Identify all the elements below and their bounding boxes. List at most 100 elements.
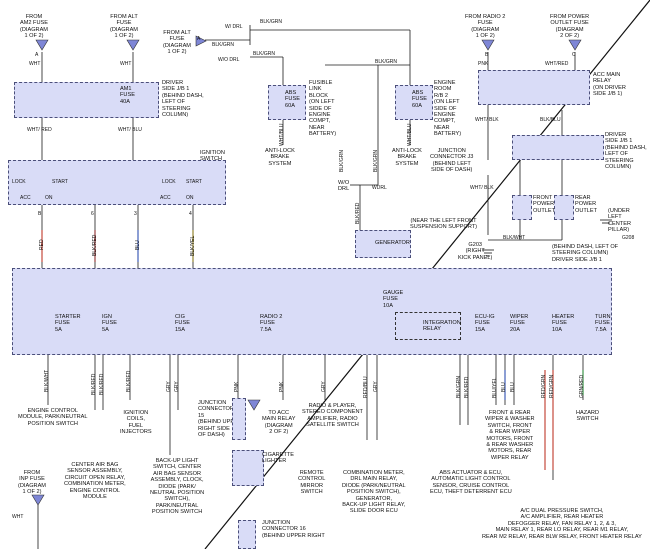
wire-label-blu: BLU (135, 240, 141, 250)
wo-drl-label: W/O DRL (218, 57, 240, 63)
wire-label-blk-red: BLK/RED (92, 234, 98, 256)
front-power-outlet-label: FRONT POWER OUTLET (533, 195, 556, 214)
feed-alt-mid: FROM ALT FUSE (DIAGRAM 1 OF 2) (163, 30, 191, 56)
front-power-outlet (512, 195, 532, 220)
junction-connector-16 (238, 520, 256, 549)
load-remote-mirror: REMOTE CONTROL MIRROR SWITCH (298, 470, 326, 496)
wire-label-blk-grn-5: BLK/GRN (339, 150, 345, 172)
load-junction-16: JUNCTION CONNECTOR 16 (BEHIND UPPER RIGH… (262, 520, 325, 539)
wire-label-blu-3: BLU (510, 382, 516, 392)
wo-drl-label-2: W/O DRL (338, 180, 350, 193)
flag-label-b: B (485, 52, 489, 58)
wire-label-blk-grn: BLK/GRN (260, 19, 282, 25)
ign-start-2: START (186, 179, 202, 185)
feed-alt-top: FROM ALT FUSE (DIAGRAM 1 OF 2) (110, 14, 138, 40)
driver-side-jb1-label: DRIVER SIDE J/B 1 (BEHIND DASH, LEFT OF … (162, 80, 204, 119)
load-radio-player: RADIO & PLAYER, STEREO COMPONENT AMPLIFI… (302, 403, 363, 429)
wire-label-blk-yel: BLK/YEL (190, 235, 196, 256)
g208-label: G208 (622, 235, 635, 241)
integration-relay-box (395, 312, 461, 340)
anti-lock-brake-2: ANTI-LOCK BRAKE SYSTEM (392, 148, 422, 167)
junction-block-jb1 (14, 82, 159, 118)
wire-label-wht: WHT (29, 61, 41, 67)
ign-acc: ACC (20, 195, 31, 201)
fusible-link-block-label: FUSIBLE LINK BLOCK (ON LEFT SIDE OF ENGI… (309, 80, 337, 138)
wire-label-blk-grn-4: BLK/GRN (375, 59, 397, 65)
wire-label-blk-grn-2: BLK/GRN (212, 42, 234, 48)
load-combination-meter: COMBINATION METER, DRL MAIN RELAY, DIODE… (342, 470, 406, 515)
wire-label-pnk-2: PNK (234, 381, 240, 392)
fuse-panel (12, 268, 612, 355)
generator (355, 230, 411, 258)
wire-label-blk-red-3: BLK/RED (99, 373, 105, 395)
wiper-fuse: WIPER FUSE 20A (510, 314, 529, 333)
wire-label-blk-grn-3: BLK/GRN (253, 51, 275, 57)
wire-label-blk-red-5: BLK/RED (464, 376, 470, 398)
wire-label-wht-blk: WHT/ BLK (475, 117, 499, 123)
feed-radio2: FROM RADIO 2 FUSE (DIAGRAM 1 OF 2) (465, 14, 506, 40)
load-abs-actuator: ABS ACTUATOR & ECU, AUTOMATIC LIGHT CONT… (430, 470, 512, 496)
turn-fuse: TURN FUSE 7.5A (595, 314, 611, 333)
pin-6: 6 (91, 211, 94, 217)
radio2-fuse: RADIO 2 FUSE 7.5A (260, 314, 283, 333)
ign-on-2: ON (186, 195, 194, 201)
feed-inp: FROM INP FUSE (DIAGRAM 1 OF 2) (18, 470, 46, 496)
load-backup-light: BACK-UP LIGHT SWITCH, CENTER AIR BAG SEN… (150, 458, 205, 516)
wire-label-gry-4: GRY (373, 381, 379, 392)
wire-label-wht-blu-abs2: WHT/BLU (407, 123, 413, 147)
load-hazard-switch: HAZARD SWITCH (576, 410, 599, 423)
wire-label-wht-red-2: WHT/RED (545, 61, 569, 67)
wire-label-blk-red-2: BLK/RED (91, 373, 97, 395)
wire-label-grn-red: GRN/RED (579, 374, 585, 398)
feed-am2: FROM AM2 FUSE (DIAGRAM 1 OF 2) (20, 14, 48, 40)
wire-label-wht-red: WHT/ RED (27, 127, 52, 133)
wire-label-wht-bottom: WHT (12, 514, 24, 520)
cig-fuse: CIG FUSE 15A (175, 314, 190, 333)
flag-label-a-2: A (197, 36, 201, 42)
ignition-switch (8, 160, 226, 205)
wire-label-blk-red-4: BLK/RED (126, 370, 132, 392)
wire-label-red-grn: RED/GRN (541, 374, 547, 398)
wire-label-pnk-3: PNK (279, 381, 285, 392)
engine-room-rb2-label: ENGINE ROOM R/B 2 (ON LEFT SIDE OF ENGIN… (434, 80, 462, 138)
integration-relay-label: INTEGRATION RELAY (423, 320, 461, 333)
wire-label-blk-wht: BLK/WHT (44, 369, 50, 392)
gauge-fuse: GAUGE FUSE 10A (383, 290, 404, 309)
near-left-front-label: (NEAR THE LEFT FRONT SUSPENSION SUPPORT) (410, 218, 478, 231)
g203-label: G203 (RIGHT KICK PANEL) (458, 242, 493, 261)
wire-label-wht-blk-3: BLK/WHT (503, 235, 526, 241)
starter-fuse: STARTER FUSE 5A (55, 314, 81, 333)
abs-fuse-box-1 (268, 85, 306, 120)
w-drl-label: W/ DRL (225, 24, 243, 30)
wire-label-wht-2: WHT (120, 61, 132, 67)
pin-4: 4 (189, 211, 192, 217)
wire-label-wht-blk-2: WHT/ BLK (470, 185, 494, 191)
ignition-switch-label: IGNITION SWITCH (200, 150, 225, 163)
acc-main-relay-label: ACC MAIN RELAY (ON DRIVER SIDE J/B 1) (593, 72, 626, 98)
abs-fuse-box-2 (395, 85, 433, 120)
am1-fuse-label: AM1 FUSE 40A (120, 86, 135, 105)
wire-label-wht-blu-abs: WHT/BLU (279, 123, 285, 147)
junction-j3-label: JUNCTION CONNECTOR J3 (BEHIND LEFT SIDE … (430, 148, 474, 174)
wire-label-wht-blu: WHT/ BLU (118, 127, 142, 133)
wire-label-blk-grn-6: BLK/GRN (373, 150, 379, 172)
wire-label-red: RED (39, 239, 45, 250)
wdrl-label: WDRL (372, 185, 387, 191)
under-left-pillar-label: (UNDER LEFT CENTER PILLAR) (608, 208, 631, 234)
wire-label-blu-blk: BLK/BLU (540, 117, 561, 123)
load-ignition-coils: IGNITION COILS, FUEL INJECTORS (120, 410, 152, 436)
load-front-rear-wiper: FRONT & REAR WIPER & WASHER SWITCH, FRON… (485, 410, 535, 461)
cigarette-lighter (232, 450, 264, 486)
driver-side-jb1-right-label: DRIVER SIDE J/B 1 (BEHIND DASH, LEFT OF … (605, 132, 647, 171)
flag-label-c: C (572, 52, 576, 58)
generator-label: GENERATOR (375, 240, 410, 246)
wire-label-blu-2: BLU (501, 382, 507, 392)
wire-label-blu-yel: BLU/YEL (492, 377, 498, 398)
wire-label-pnk: PNK (478, 61, 489, 67)
ign-acc-2: ACC (160, 195, 171, 201)
rear-power-outlet-label: REAR POWER OUTLET (575, 195, 598, 214)
driver-side-jb1-right (512, 135, 604, 160)
wire-label-gry-2: GRY (174, 381, 180, 392)
ign-on: ON (45, 195, 53, 201)
behind-dash-bottom-label: (BEHIND DASH, LEFT OF STEERING COLUMN) D… (552, 244, 619, 263)
